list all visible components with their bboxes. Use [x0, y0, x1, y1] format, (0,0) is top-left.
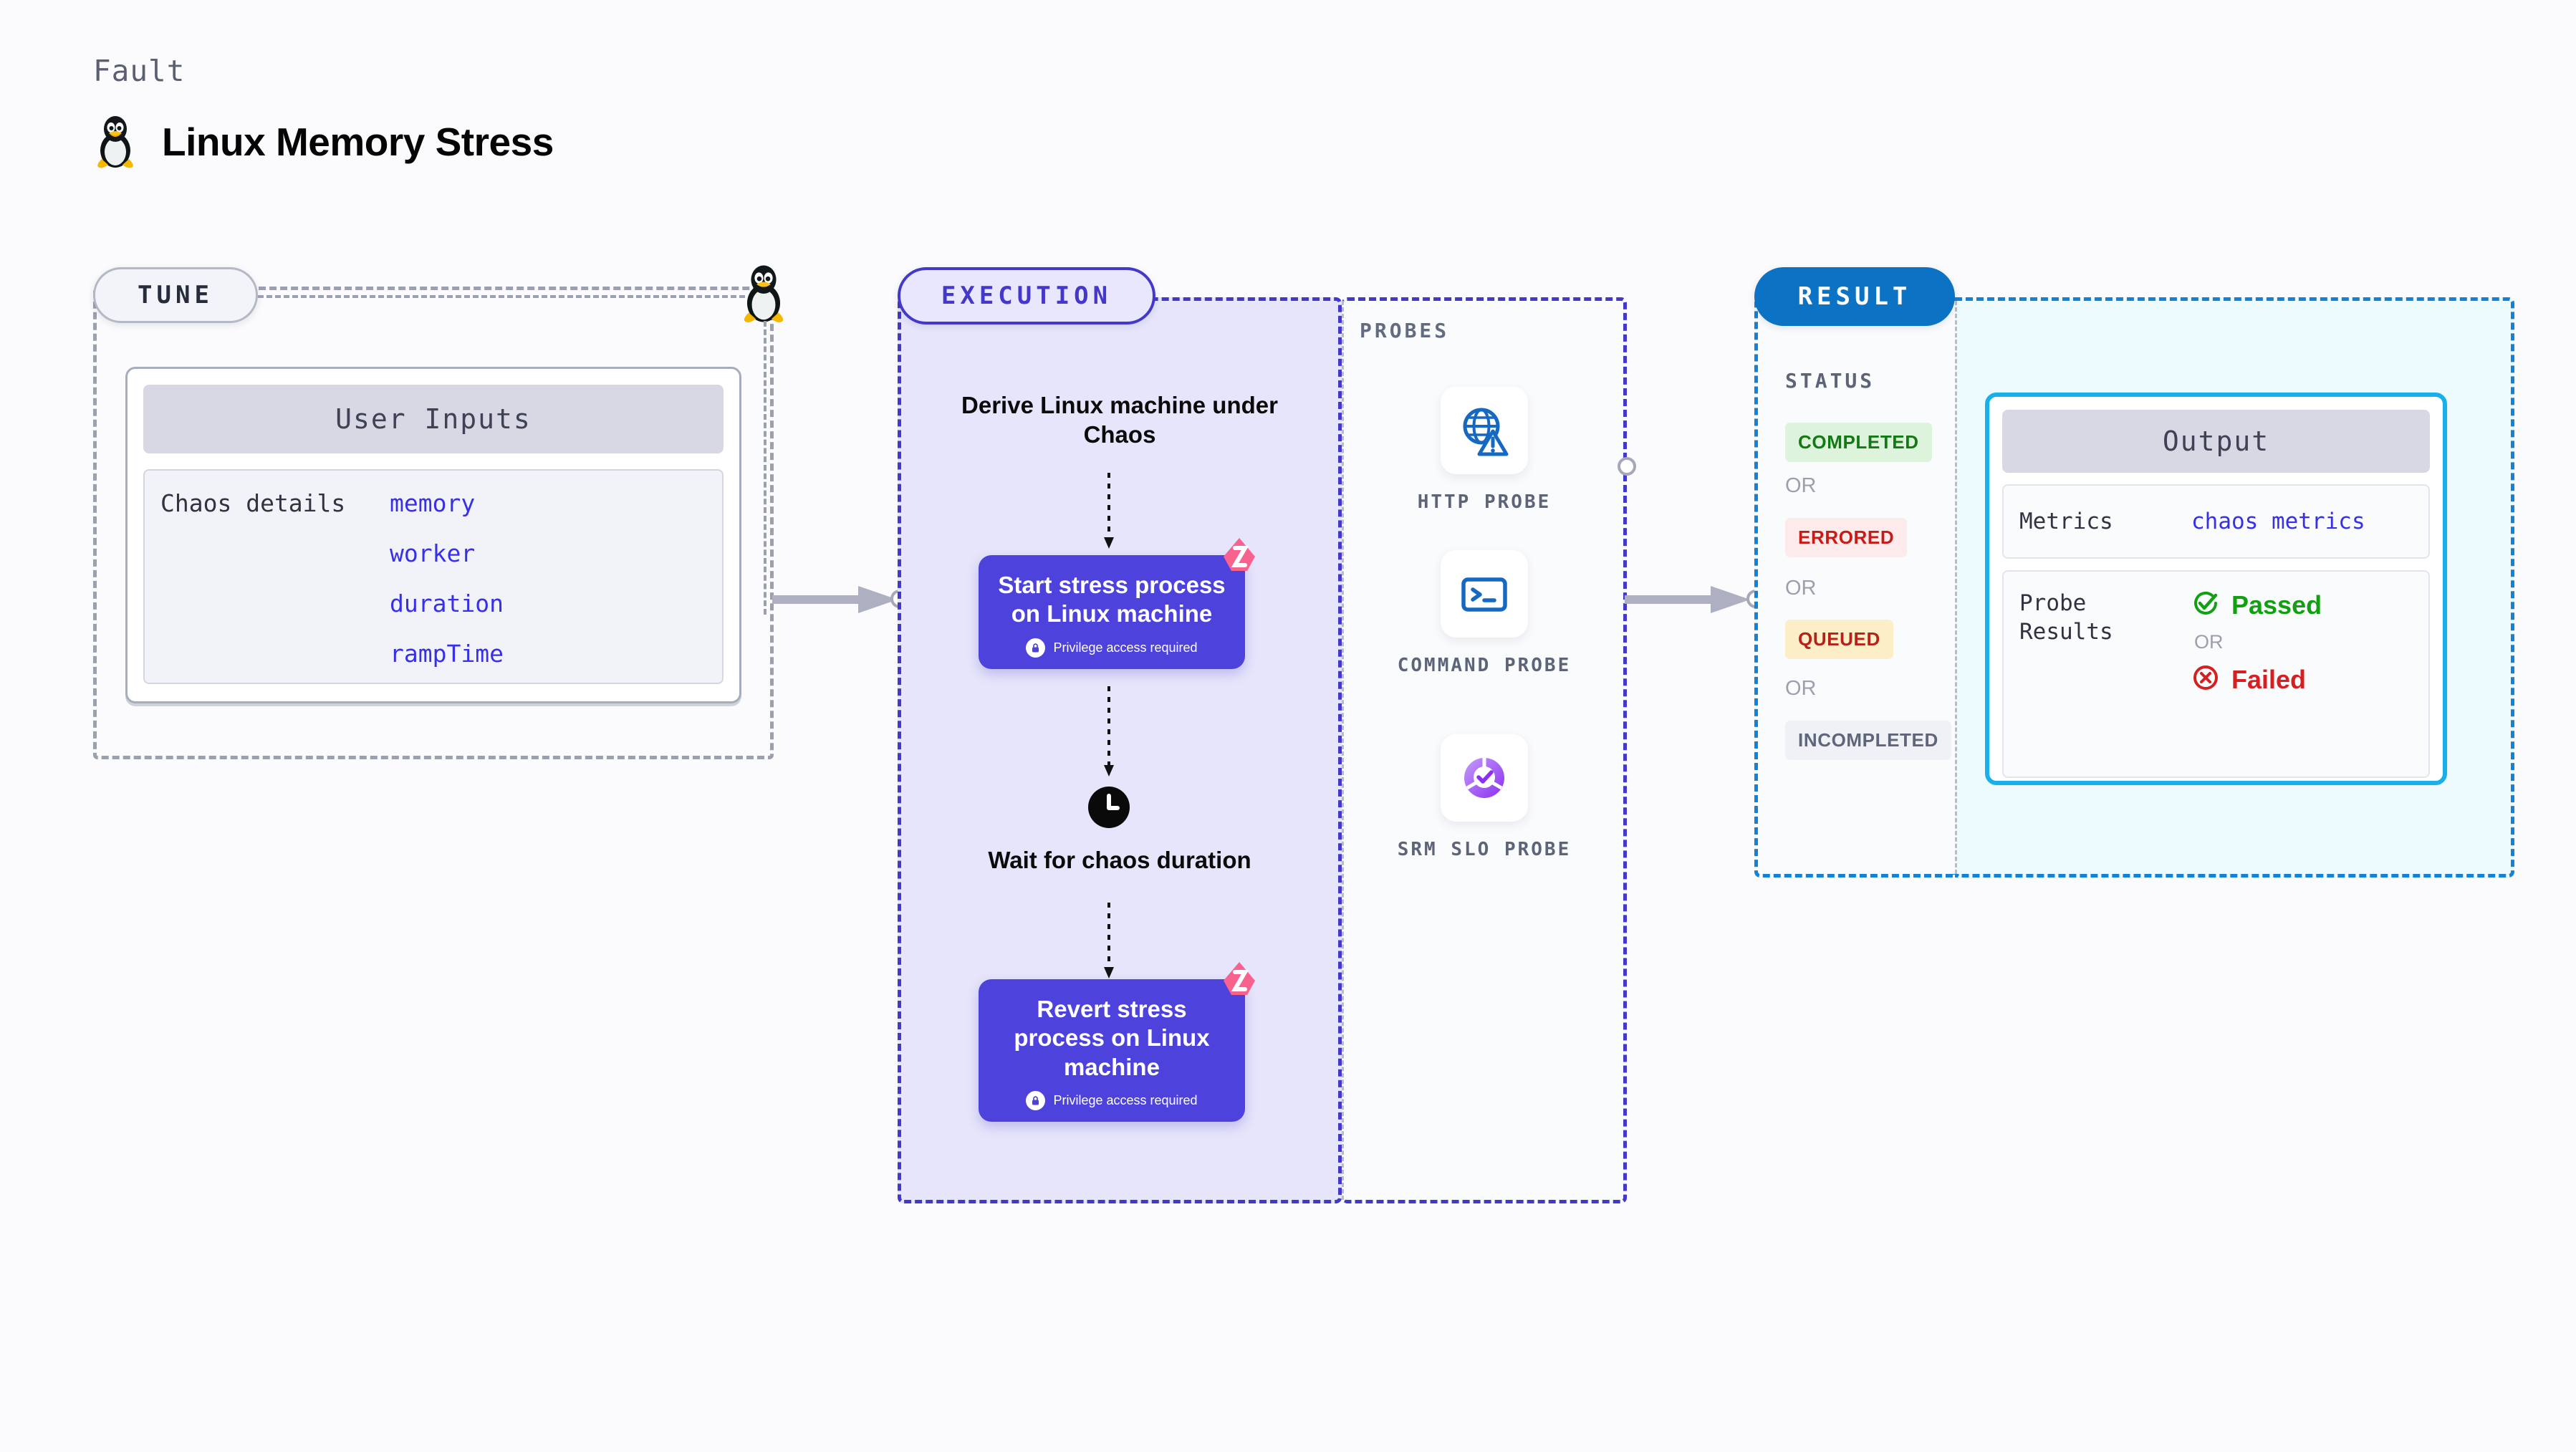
litmus-chaos-logo-icon — [1218, 537, 1262, 580]
output-probe-results-values: Passed OR Failed — [2191, 589, 2322, 759]
flow-arrow-1 — [1103, 473, 1115, 555]
probes-outlet-dot — [1618, 457, 1636, 476]
execution-pill[interactable]: EXECUTION — [898, 267, 1155, 324]
flow-arrow-2 — [1103, 686, 1115, 783]
probe-failed-label: Failed — [2231, 664, 2307, 694]
execution-node-revert-stress[interactable]: Revert stress process on Linux machine P… — [979, 962, 1255, 1122]
execution-node-start-stress[interactable]: Start stress process on Linux machine Pr… — [979, 538, 1255, 669]
probes-title: PROBES — [1360, 319, 1450, 342]
execution-step-derive-label: Derive Linux machine under Chaos — [961, 392, 1278, 448]
output-metrics-value: chaos metrics — [2191, 509, 2365, 534]
probe-label: HTTP PROBE — [1417, 491, 1552, 513]
node-note-label: Privilege access required — [1053, 640, 1198, 655]
status-or-1: OR — [1785, 474, 1817, 497]
arrow-tune-to-execution — [772, 577, 905, 626]
result-divider — [1955, 301, 1957, 874]
status-badge-incompleted: INCOMPLETED — [1785, 721, 1951, 760]
chaos-details-label: Chaos details — [160, 489, 346, 517]
page-eyebrow: Fault — [93, 54, 186, 88]
probe-label: COMMAND PROBE — [1397, 655, 1572, 676]
lock-icon — [1026, 638, 1046, 658]
node-title: Start stress process on Linux machine — [998, 572, 1226, 628]
input-value-memory: memory — [390, 489, 476, 517]
execution-step-wait-label: Wait for chaos duration — [988, 847, 1251, 873]
tune-connector-line — [258, 295, 745, 298]
tux-penguin-connector-icon — [739, 264, 788, 327]
user-inputs-card: User Inputs Chaos details memory worker … — [125, 367, 741, 703]
flow-arrow-3 — [1103, 903, 1115, 985]
output-metrics-row: Metrics chaos metrics — [2002, 484, 2430, 559]
output-probe-results-row: Probe Results Passed OR — [2002, 570, 2430, 778]
input-value-duration: duration — [390, 590, 504, 617]
probe-item-http[interactable]: HTTP PROBE — [1395, 387, 1574, 515]
tune-section-box — [93, 287, 774, 759]
probe-label: SRM SLO PROBE — [1397, 839, 1572, 860]
page-title: Linux Memory Stress — [162, 120, 554, 164]
clock-icon — [1088, 787, 1130, 832]
node-note-label: Privilege access required — [1053, 1092, 1198, 1107]
status-title: STATUS — [1785, 369, 1875, 393]
user-inputs-heading: User Inputs — [143, 385, 724, 453]
input-value-ramptime: rampTime — [390, 640, 504, 668]
status-or-3: OR — [1785, 677, 1817, 700]
probe-result-or: OR — [2194, 631, 2224, 653]
result-pill[interactable]: RESULT — [1754, 267, 1955, 326]
probes-divider — [1342, 301, 1344, 1200]
litmus-chaos-logo-icon — [1218, 961, 1262, 1004]
probe-result-failed: Failed — [2191, 663, 2322, 696]
node-note: Privilege access required — [991, 1090, 1232, 1110]
check-circle-icon — [2191, 589, 2220, 621]
lock-icon — [1026, 1090, 1046, 1110]
probe-item-command[interactable]: COMMAND PROBE — [1395, 550, 1574, 678]
status-badge-completed: COMPLETED — [1785, 423, 1932, 462]
probe-item-srm-slo[interactable]: SRM SLO PROBE — [1395, 734, 1574, 862]
result-status-box — [1754, 297, 1955, 878]
probe-result-passed: Passed — [2191, 589, 2322, 621]
tux-connector-stem — [764, 321, 766, 615]
node-note: Privilege access required — [991, 638, 1232, 658]
tune-pill[interactable]: TUNE — [93, 267, 258, 323]
status-or-2: OR — [1785, 577, 1817, 600]
arrow-execution-to-result — [1625, 577, 1757, 626]
node-title: Revert stress process on Linux machine — [1014, 996, 1210, 1080]
terminal-icon — [1441, 550, 1528, 638]
srm-slo-donut-icon — [1441, 734, 1528, 822]
output-metrics-key: Metrics — [2019, 508, 2113, 534]
tux-penguin-icon — [93, 115, 138, 169]
output-card: Output Metrics chaos metrics Probe Resul… — [1985, 393, 2447, 785]
probe-passed-label: Passed — [2231, 590, 2322, 620]
chaos-details-row: Chaos details memory worker duration ram… — [143, 469, 724, 684]
input-value-worker: worker — [390, 539, 476, 567]
page-title-row: Linux Memory Stress — [93, 115, 554, 169]
x-circle-icon — [2191, 663, 2220, 696]
chaos-details-values: memory worker duration rampTime — [390, 489, 504, 683]
output-heading: Output — [2002, 410, 2430, 473]
status-badge-errored: ERRORED — [1785, 518, 1908, 557]
output-probe-results-key: Probe Results — [2019, 590, 2113, 645]
status-badge-queued: QUEUED — [1785, 620, 1893, 659]
globe-warning-icon — [1441, 387, 1528, 474]
